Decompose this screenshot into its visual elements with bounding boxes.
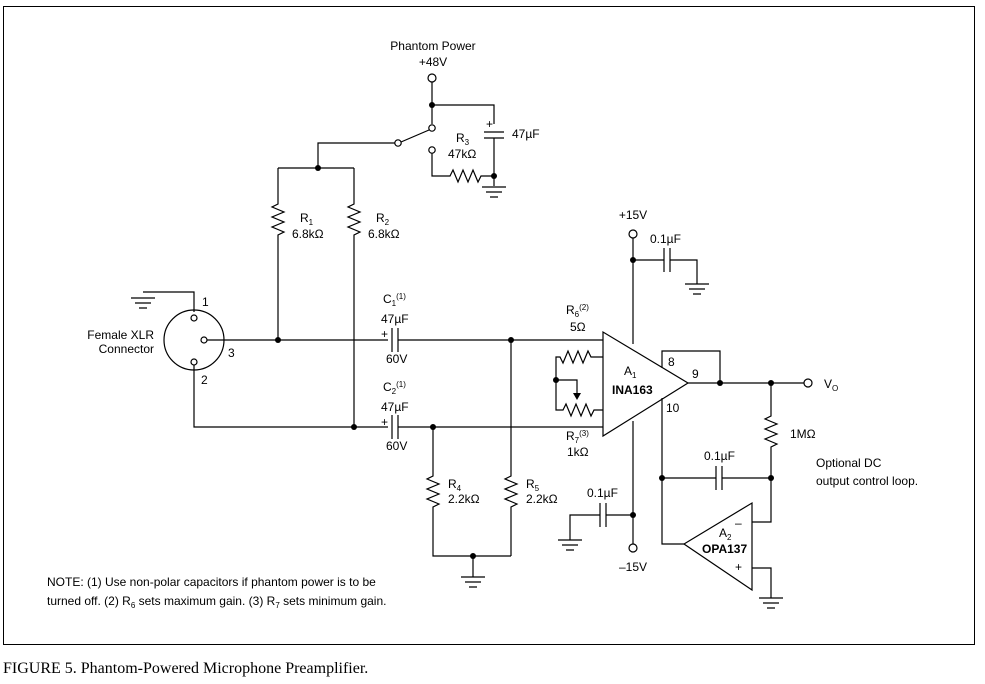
r7-wiper <box>556 379 578 395</box>
r7-label: R7(3) <box>566 429 589 445</box>
c1-voltage: 60V <box>386 352 407 366</box>
ground-symbol-r4r5 <box>461 556 485 588</box>
c-feedback-value: 0.1µF <box>704 449 735 463</box>
supply-neg-terminal <box>628 543 638 553</box>
c2-plus: + <box>381 415 388 429</box>
r3-value: 47kΩ <box>448 147 476 161</box>
xlr-pin1 <box>190 314 198 322</box>
switch-blade <box>400 129 430 143</box>
c-feedback <box>662 466 771 490</box>
phantom-wire <box>431 82 495 124</box>
r6-r7-network <box>555 349 603 418</box>
r5-label: R5 <box>526 477 540 493</box>
r4-value: 2.2kΩ <box>448 492 480 506</box>
phantom-terminal <box>427 73 437 83</box>
r1-resistor <box>270 168 286 340</box>
r3-resistor <box>431 153 494 184</box>
c2-value: 47µF <box>381 400 409 414</box>
supply-pos-terminal <box>628 229 638 239</box>
c1-label: C1(1) <box>383 292 406 308</box>
junction-dot <box>351 424 357 430</box>
phantom-power-title: Phantom Power <box>390 39 475 53</box>
ground-symbol-phantom <box>482 186 506 198</box>
xlr-pin2-label: 2 <box>201 373 208 387</box>
ground-symbol-a2 <box>752 567 783 609</box>
xlr-pin1-label: 1 <box>202 295 209 309</box>
c-pos-decoupling <box>633 248 709 295</box>
junction-dot <box>275 337 281 343</box>
r-1meg-value: 1MΩ <box>790 427 816 441</box>
a2-amplifier <box>682 501 753 592</box>
phantom-capacitor-plus: + <box>486 117 493 131</box>
r7-wiper-arrow <box>573 393 581 400</box>
supply-pos-label: +15V <box>619 208 647 222</box>
a2-minus: – <box>735 516 742 530</box>
a2-label: A2 <box>719 526 732 542</box>
phantom-capacitor-value: 47µF <box>512 127 540 141</box>
supply-neg-label: –15V <box>619 560 647 574</box>
c2-label: C2(1) <box>383 380 406 396</box>
r5-resistor <box>503 340 519 556</box>
optional-loop-line2: output control loop. <box>816 474 918 488</box>
output-wire <box>661 350 804 384</box>
r3-label: R3 <box>456 131 470 147</box>
output-terminal <box>803 378 813 388</box>
note-line2: turned off. (2) R6 sets maximum gain. (3… <box>47 594 386 610</box>
xlr-pin2 <box>190 358 198 366</box>
optional-loop-line1: Optional DC <box>816 456 882 470</box>
r1-label: R1 <box>300 211 314 227</box>
c-pos-value: 0.1µF <box>650 232 681 246</box>
note-line1: NOTE: (1) Use non-polar capacitors if ph… <box>47 575 376 589</box>
output-label: VO <box>824 377 838 393</box>
xlr-pin3-label: 3 <box>228 346 235 360</box>
switch-wire <box>317 142 395 168</box>
xlr-signal-wires <box>193 339 388 428</box>
a1-pin8: 8 <box>668 355 675 369</box>
a2-part: OPA137 <box>702 542 747 556</box>
r6-value: 5Ω <box>570 320 586 334</box>
junction-dot <box>429 102 435 108</box>
xlr-ground <box>131 291 195 312</box>
c1-plus: + <box>381 327 388 341</box>
a2-plus: + <box>735 560 742 574</box>
pin10-wire <box>661 398 684 545</box>
switch-common <box>394 139 402 147</box>
c-neg-value: 0.1µF <box>587 486 618 500</box>
switch-contact-top <box>428 124 436 132</box>
r2-value: 6.8kΩ <box>368 227 400 241</box>
r7-value: 1kΩ <box>567 445 589 459</box>
c-neg-decoupling <box>558 503 633 551</box>
phantom-voltage-label: +48V <box>419 55 447 69</box>
a1-amplifier <box>602 330 690 438</box>
xlr-label-2: Connector <box>99 342 154 356</box>
a1-label: A1 <box>624 364 637 380</box>
xlr-label-1: Female XLR <box>87 328 154 342</box>
c1-capacitor <box>391 328 399 352</box>
r6-label: R6(2) <box>566 303 589 319</box>
junction-dot <box>491 173 497 179</box>
junction-dot <box>553 377 559 383</box>
c1-value: 47µF <box>381 312 409 326</box>
xlr-pin3 <box>200 336 208 344</box>
switch-contact-bottom <box>428 146 436 154</box>
a1-part: INA163 <box>612 383 653 397</box>
a1-pin10: 10 <box>666 401 680 415</box>
r4-label: R4 <box>448 477 462 493</box>
c2-capacitor <box>391 415 399 439</box>
junction-dot <box>717 380 723 386</box>
figure-caption: FIGURE 5. Phantom-Powered Microphone Pre… <box>3 660 368 677</box>
r4-resistor <box>425 427 511 557</box>
r2-label: R2 <box>376 211 390 227</box>
c2-voltage: 60V <box>386 439 407 453</box>
a1-pin9: 9 <box>692 367 699 381</box>
r-1meg-resistor <box>752 383 779 523</box>
r5-value: 2.2kΩ <box>526 492 558 506</box>
figure-frame <box>3 6 975 645</box>
r1-value: 6.8kΩ <box>292 227 324 241</box>
r2-resistor <box>346 168 362 427</box>
